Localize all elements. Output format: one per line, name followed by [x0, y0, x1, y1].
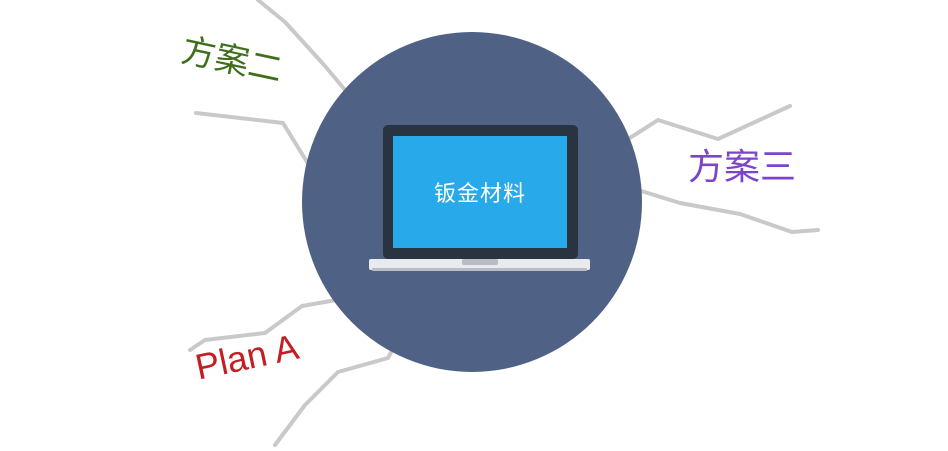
- connector-line-right-lower: [636, 188, 820, 234]
- laptop-base-shadow: [372, 268, 587, 271]
- connector-line-bottom-left-upper: [188, 293, 367, 352]
- laptop-hinge-notch: [462, 259, 498, 265]
- laptop-screen: [393, 136, 567, 248]
- laptop-icon: [369, 125, 590, 271]
- option-label-right: 方案三: [688, 147, 797, 188]
- connector-line-right-upper: [620, 104, 792, 145]
- center-label: 钣金材料: [433, 182, 526, 207]
